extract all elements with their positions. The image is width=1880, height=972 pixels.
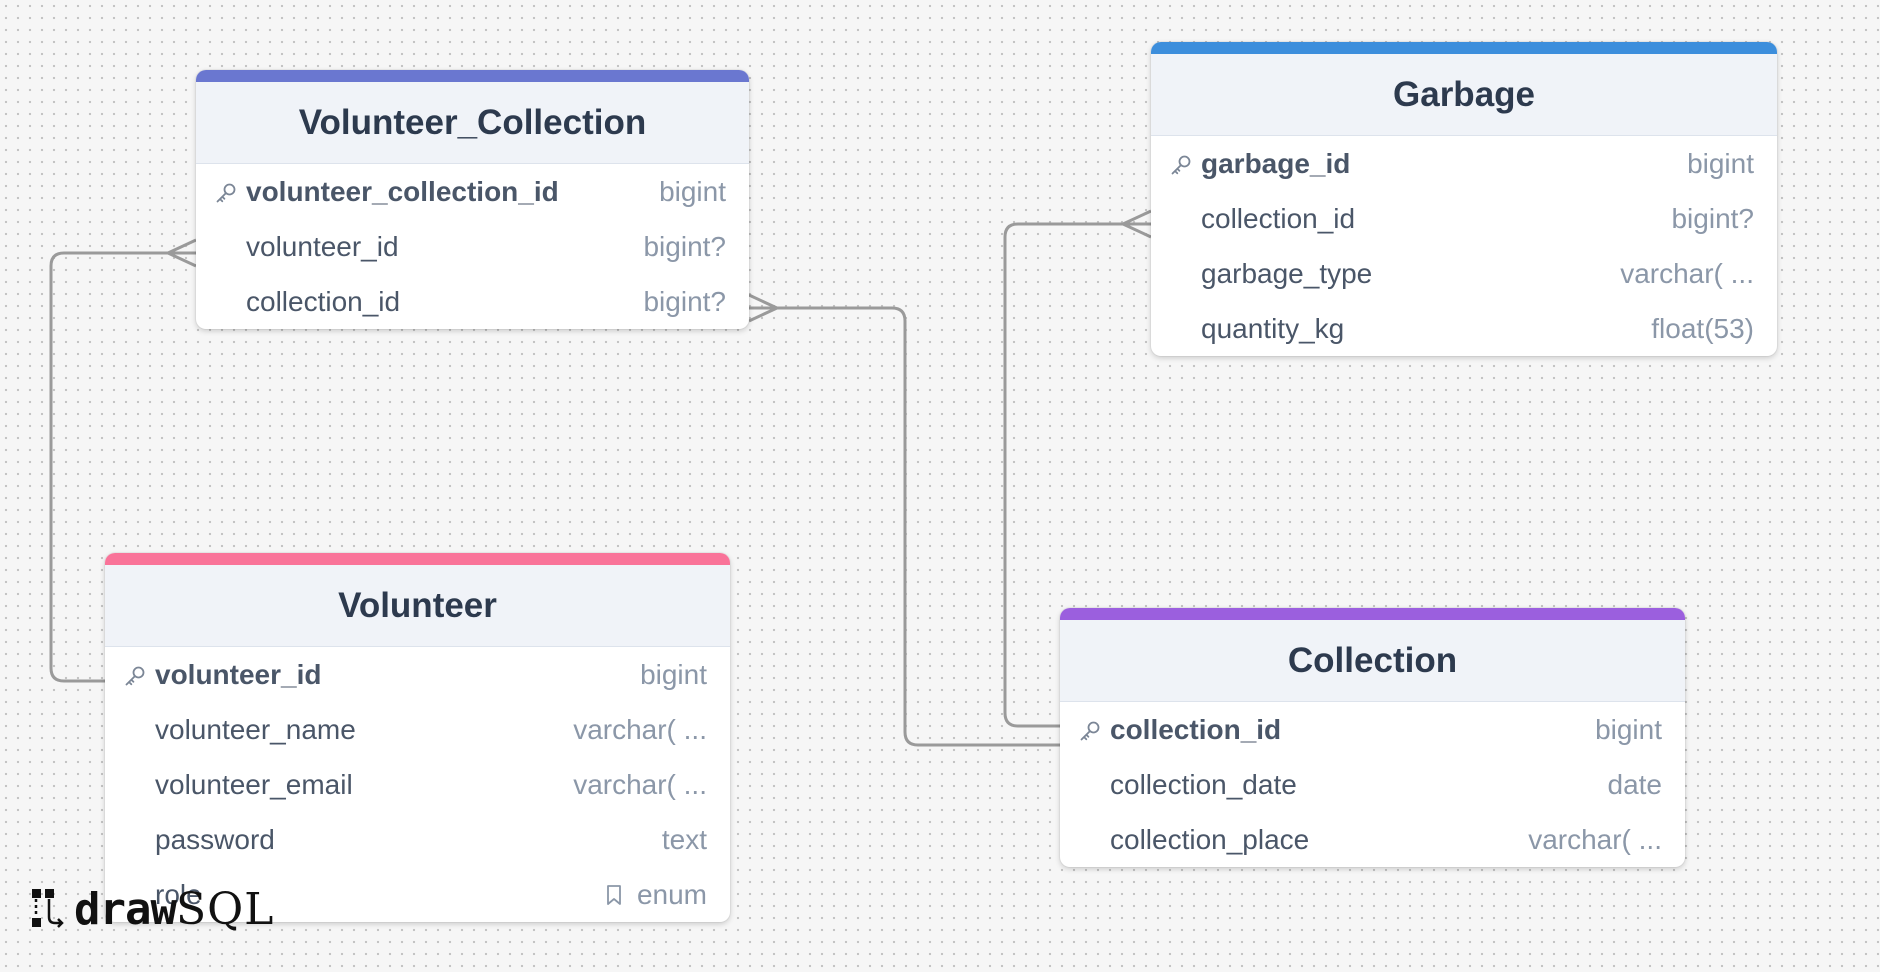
table-volunteer[interactable]: Volunteer volunteer_id bigint volunteer_… <box>105 553 730 922</box>
logo-text-sql: SQL <box>175 883 275 935</box>
field-type: varchar( ... <box>573 768 707 800</box>
key-icon <box>1171 155 1191 175</box>
field-name: garbage_type <box>1201 257 1373 289</box>
field-type: bigint? <box>643 230 726 262</box>
link-collection-to-volunteer-collection <box>749 306 1060 747</box>
field-name: volunteer_name <box>155 713 356 745</box>
field-type: enum <box>636 878 707 910</box>
table-row[interactable]: volunteer_id bigint? <box>196 219 749 274</box>
field-name: quantity_kg <box>1201 312 1345 344</box>
field-type: varchar( ... <box>573 713 707 745</box>
table-row[interactable]: role enum <box>105 867 730 922</box>
table-title[interactable]: Garbage <box>1151 54 1777 136</box>
table-row[interactable]: collection_place varchar( ... <box>1060 812 1685 867</box>
field-type: bigint <box>1595 713 1662 745</box>
crowfoot-volunteer-collection-volunteer-id <box>167 238 197 268</box>
field-name: volunteer_id <box>155 658 322 690</box>
field-name: collection_date <box>1110 768 1297 800</box>
table-row[interactable]: collection_id bigint? <box>1151 191 1777 246</box>
field-type: date <box>1607 768 1663 800</box>
field-name: garbage_id <box>1201 147 1351 179</box>
field-name: role <box>155 878 202 910</box>
table-volunteer-collection[interactable]: Volunteer_Collection volunteer_collectio… <box>196 70 749 329</box>
crowfoot-garbage-collection-id <box>1122 209 1152 239</box>
table-row[interactable]: collection_date date <box>1060 757 1685 812</box>
key-icon <box>216 183 236 203</box>
table-collection[interactable]: Collection collection_id bigint collecti… <box>1060 608 1685 867</box>
table-row[interactable]: volunteer_email varchar( ... <box>105 757 730 812</box>
field-type: bigint <box>659 175 726 207</box>
table-color-bar <box>1060 608 1685 620</box>
table-row[interactable]: collection_id bigint? <box>196 274 749 329</box>
key-icon <box>125 666 145 686</box>
table-row[interactable]: collection_id bigint <box>1060 702 1685 757</box>
table-row[interactable]: password text <box>105 812 730 867</box>
drawsql-logo[interactable]: draw SQL <box>30 883 275 935</box>
logo-text-draw: draw <box>74 883 177 935</box>
field-type: bigint? <box>1671 202 1754 234</box>
field-name: collection_id <box>1201 202 1356 234</box>
table-title[interactable]: Volunteer_Collection <box>196 82 749 164</box>
field-name: volunteer_id <box>246 230 399 262</box>
table-row[interactable]: garbage_id bigint <box>1151 136 1777 191</box>
table-row[interactable]: quantity_kg float(53) <box>1151 301 1777 356</box>
table-row[interactable]: volunteer_name varchar( ... <box>105 702 730 757</box>
key-icon <box>1080 721 1100 741</box>
field-name: volunteer_email <box>155 768 353 800</box>
crowfoot-volunteer-collection-collection-id <box>748 293 778 323</box>
table-row[interactable]: garbage_type varchar( ... <box>1151 246 1777 301</box>
table-row[interactable]: volunteer_id bigint <box>105 647 730 702</box>
drawsql-logo-icon <box>32 889 64 928</box>
field-type: bigint? <box>643 285 726 317</box>
field-name: collection_place <box>1110 823 1310 855</box>
field-name: collection_id <box>246 285 401 317</box>
field-type: varchar( ... <box>1528 823 1662 855</box>
field-type: varchar( ... <box>1620 257 1754 289</box>
table-title[interactable]: Volunteer <box>105 565 730 647</box>
field-name: volunteer_collection_id <box>246 175 559 207</box>
table-title[interactable]: Collection <box>1060 620 1685 702</box>
table-color-bar <box>1151 42 1777 54</box>
field-type: bigint <box>640 658 707 690</box>
table-garbage[interactable]: Garbage garbage_id bigint collection_id … <box>1151 42 1777 356</box>
field-name: collection_id <box>1110 713 1282 745</box>
table-color-bar <box>105 553 730 565</box>
field-name: password <box>155 823 275 855</box>
field-type: bigint <box>1687 147 1754 179</box>
table-row[interactable]: volunteer_collection_id bigint <box>196 164 749 219</box>
table-color-bar <box>196 70 749 82</box>
bookmark-icon <box>607 884 621 905</box>
field-type: float(53) <box>1651 312 1754 344</box>
field-type: text <box>661 823 707 855</box>
